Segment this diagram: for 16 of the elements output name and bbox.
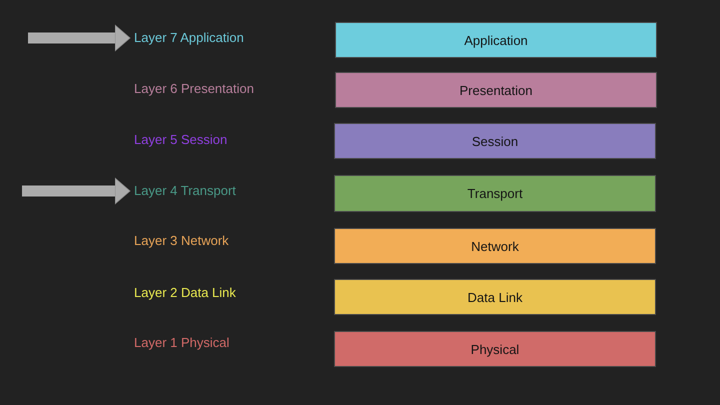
layer-label: Layer 5 Session <box>134 132 228 148</box>
layer-label: Layer 6 Presentation <box>134 81 254 97</box>
layer-label: Layer 1 Physical <box>134 335 230 351</box>
layer-box: Application <box>335 22 657 58</box>
layer-label: Layer 7 Application <box>134 30 244 46</box>
layer-box: Network <box>334 228 656 264</box>
layer-box: Data Link <box>334 279 656 315</box>
layer-box: Transport <box>334 175 656 212</box>
layer-box: Physical <box>334 331 656 367</box>
layer-box: Presentation <box>335 72 657 108</box>
arrow <box>28 24 130 52</box>
layer-box: Session <box>334 123 656 159</box>
layer-label: Layer 3 Network <box>134 233 229 249</box>
layer-label: Layer 2 Data Link <box>134 285 236 301</box>
layer-label: Layer 4 Transport <box>134 183 236 199</box>
arrow <box>22 178 130 204</box>
